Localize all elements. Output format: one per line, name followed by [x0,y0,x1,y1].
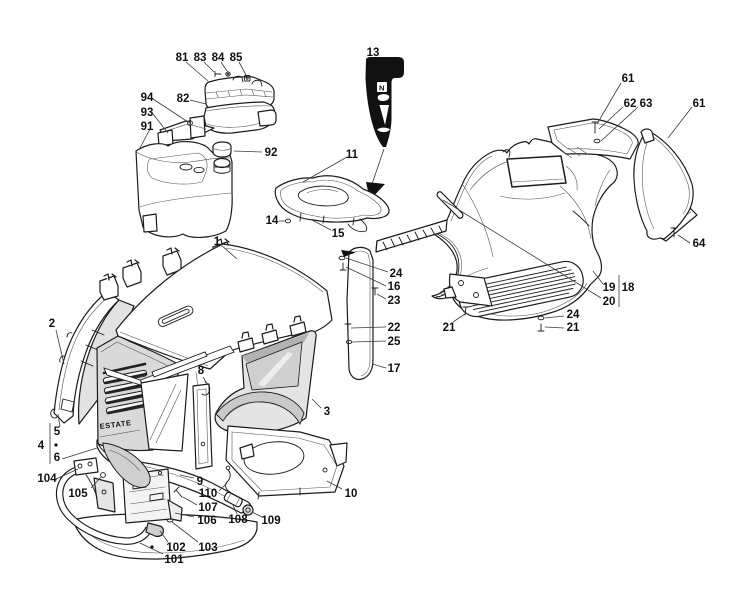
svg-text:13: 13 [367,47,380,59]
svg-text:21: 21 [567,322,580,334]
svg-text:110: 110 [199,488,218,500]
svg-text:ESTATE: ESTATE [99,418,132,431]
svg-text:102: 102 [166,542,185,554]
svg-text:104: 104 [37,473,57,485]
svg-text:6: 6 [54,452,60,464]
svg-text:109: 109 [261,515,280,527]
svg-text:92: 92 [265,147,278,159]
svg-text:83: 83 [194,52,207,64]
svg-text:4: 4 [38,440,45,452]
svg-text:25: 25 [388,336,401,348]
svg-text:91: 91 [141,121,154,133]
svg-text:16: 16 [388,281,401,293]
svg-text:24: 24 [390,268,403,280]
svg-text:3: 3 [324,406,330,418]
svg-text:N: N [379,83,384,92]
svg-text:62: 62 [624,98,637,110]
svg-text:17: 17 [388,363,401,375]
svg-text:61: 61 [693,98,706,110]
svg-text:9: 9 [197,476,203,488]
svg-text:94: 94 [141,92,154,104]
svg-text:105: 105 [68,488,88,500]
svg-text:103: 103 [198,542,217,554]
svg-text:5: 5 [54,426,61,438]
svg-text:24: 24 [567,309,580,321]
svg-text:10: 10 [345,488,358,500]
svg-text:22: 22 [388,322,401,334]
svg-text:106: 106 [197,515,216,527]
svg-text:21: 21 [443,322,456,334]
svg-text:11: 11 [346,149,359,161]
svg-text:82: 82 [177,93,190,105]
svg-text:107: 107 [198,502,217,514]
svg-text:85: 85 [230,52,243,64]
svg-text:84: 84 [212,52,225,64]
svg-text:18: 18 [622,282,635,294]
svg-text:61: 61 [622,73,635,85]
svg-text:23: 23 [388,295,401,307]
svg-text:14: 14 [266,215,279,227]
svg-text:108: 108 [228,514,248,526]
svg-text:64: 64 [693,238,706,250]
svg-text:63: 63 [640,98,653,110]
svg-text:15: 15 [332,228,345,240]
svg-text:19: 19 [603,282,616,294]
svg-text:8: 8 [198,365,205,377]
svg-text:20: 20 [603,296,616,308]
svg-text:81: 81 [176,52,189,64]
svg-text:2: 2 [49,318,55,330]
svg-text:101: 101 [164,554,184,566]
svg-text:1: 1 [214,236,221,248]
svg-text:93: 93 [141,107,154,119]
